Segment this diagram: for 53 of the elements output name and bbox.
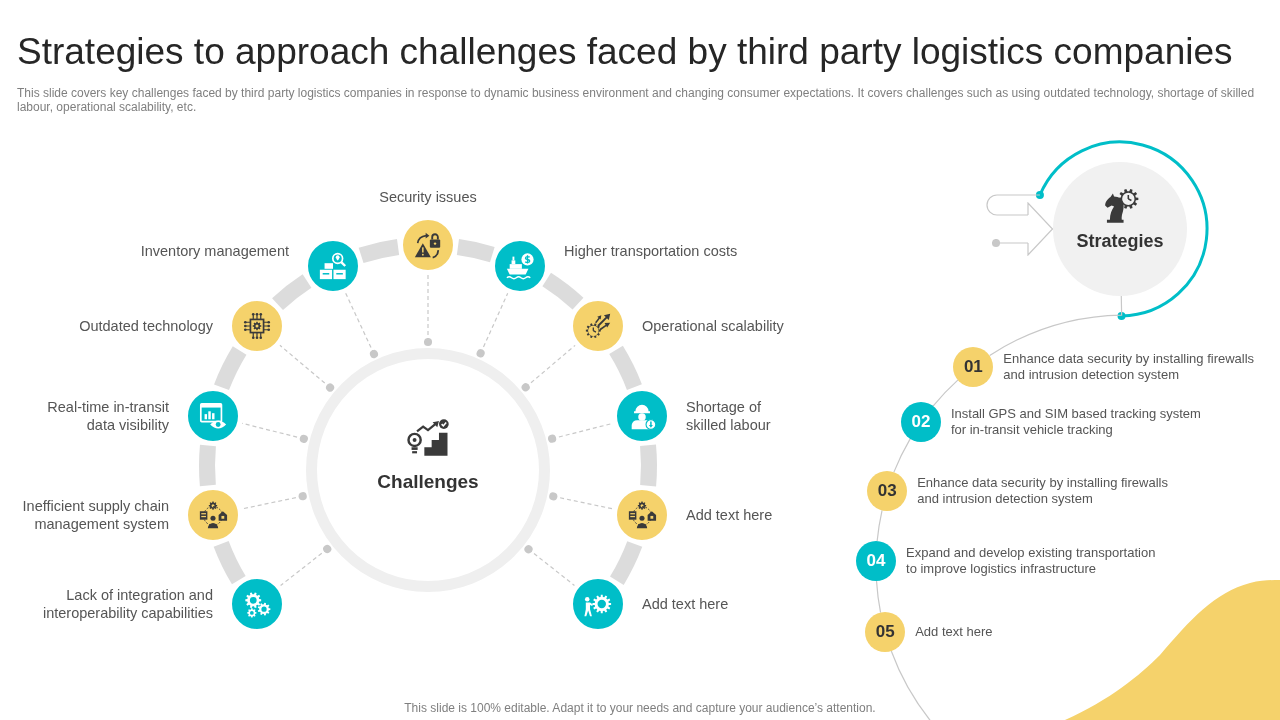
hub-title: Challenges bbox=[377, 471, 479, 493]
slide-description: This slide covers key challenges faced by third party logistics companies in response to dynamic business environment and changing consumer expectations. It covers challenges such as using outdated technology, shortage of skilled labour, operational scalability, etc. bbox=[17, 86, 1256, 114]
dashed-connector bbox=[241, 492, 307, 510]
arc-segment bbox=[199, 445, 216, 486]
step-number: 04 bbox=[866, 551, 886, 571]
dashed-connector bbox=[524, 545, 576, 587]
step-description: Expand and develop existing transportation to improve logistics infrastructure bbox=[906, 545, 1157, 577]
step-description: Add text here bbox=[915, 624, 993, 640]
timeline-line bbox=[932, 379, 959, 407]
challenge-label: Lack of integration and interoperability capabilities bbox=[41, 586, 213, 622]
step-description: Install GPS and SIM based tracking system for in-transit vehicle tracking bbox=[950, 406, 1202, 438]
arc-segment bbox=[609, 345, 642, 391]
dashed-connector bbox=[423, 274, 433, 347]
arc-segment bbox=[358, 239, 400, 264]
wave-shape bbox=[1065, 580, 1280, 720]
step-description: Enhance data security by installing firewalls and intrusion detection system bbox=[1003, 351, 1256, 383]
challenge-label: Security issues bbox=[379, 188, 477, 206]
challenge-label: Inefficient supply chain management system bbox=[21, 497, 169, 533]
arc-segment bbox=[214, 346, 247, 391]
dashed-connector bbox=[279, 344, 335, 392]
challenge-label: Operational scalability bbox=[642, 317, 784, 335]
step-description: Enhance data security by installing firewalls and intrusion detection system bbox=[917, 475, 1169, 507]
dashed-connector bbox=[476, 292, 509, 358]
arc-segment bbox=[640, 444, 657, 487]
step-number: 03 bbox=[877, 481, 897, 501]
challenge-label: Shortage of skilled labour bbox=[686, 398, 772, 434]
arc-segment bbox=[542, 272, 584, 310]
footer-note: This slide is 100% editable. Adapt it to your needs and capture your audience’s attention. bbox=[404, 701, 876, 715]
strategies-title: Strategies bbox=[1076, 230, 1164, 252]
dashed-connector bbox=[521, 344, 576, 392]
challenge-label: Real-time in-transit data visibility bbox=[46, 398, 169, 434]
block-arrow bbox=[986, 194, 1054, 256]
dashed-connector bbox=[549, 492, 614, 510]
dashed-connector bbox=[280, 544, 332, 587]
challenge-label: Higher transportation costs bbox=[564, 242, 738, 260]
challenge-label: Inventory management bbox=[140, 242, 289, 260]
timeline-line bbox=[989, 295, 1123, 357]
arc-segment bbox=[213, 540, 246, 585]
timeline-line bbox=[875, 580, 882, 614]
challenge-label: Add text here bbox=[642, 595, 729, 613]
arc-segment bbox=[609, 541, 643, 585]
slide-title: Strategies to approach challenges faced by third party logistics companies bbox=[17, 30, 1233, 74]
dashed-connector bbox=[345, 292, 378, 358]
challenge-label: Outdated technology bbox=[79, 317, 213, 335]
step-number: 05 bbox=[875, 622, 895, 642]
arc-segment bbox=[456, 239, 495, 263]
step-number: 01 bbox=[963, 357, 983, 377]
challenge-label: Add text here bbox=[686, 506, 773, 524]
step-number: 02 bbox=[911, 412, 931, 432]
timeline-line bbox=[876, 509, 883, 542]
dashed-connector bbox=[241, 422, 308, 443]
arc-segment bbox=[272, 274, 312, 311]
timeline-line bbox=[893, 438, 911, 473]
